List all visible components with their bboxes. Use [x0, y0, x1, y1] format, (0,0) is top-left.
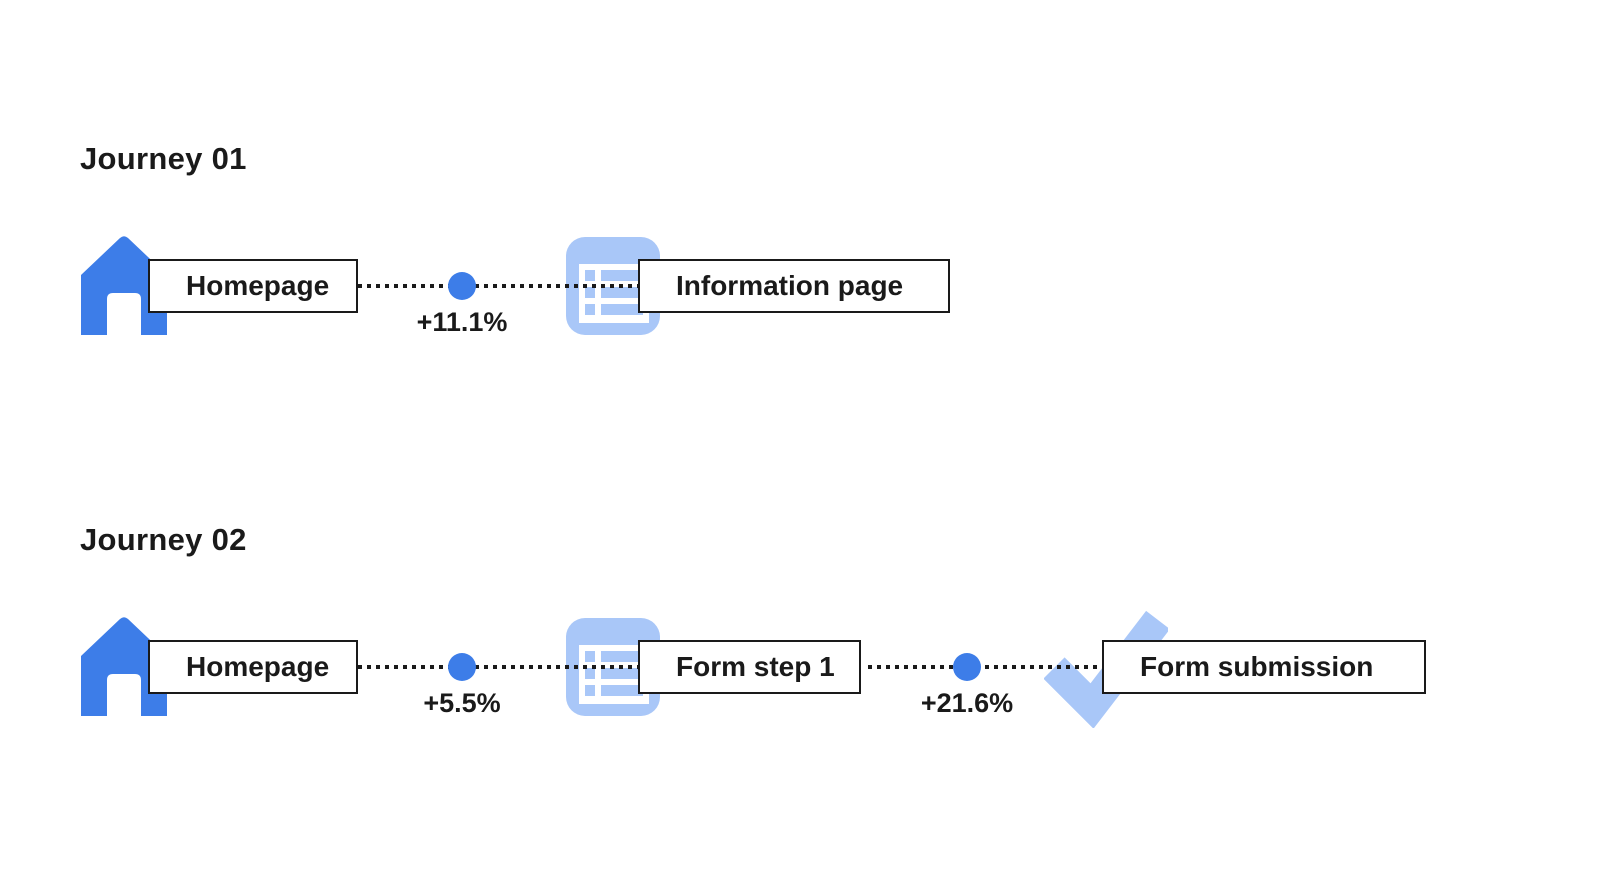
home-icon — [81, 617, 167, 716]
node-information-page: Information page — [638, 259, 950, 313]
node-form-submission: Form submission — [1102, 640, 1426, 694]
home-icon — [81, 236, 167, 335]
connector-dot — [953, 653, 981, 681]
node-homepage: Homepage — [148, 259, 358, 313]
node-form-step-1: Form step 1 — [638, 640, 861, 694]
connector-dot — [448, 272, 476, 300]
connector-line — [358, 284, 638, 288]
connector-dot — [448, 653, 476, 681]
conversion-delta-label: +11.1% — [416, 307, 508, 337]
connector-line — [358, 665, 638, 669]
journey-01-title: Journey 01 — [80, 141, 247, 176]
conversion-delta-label: +21.6% — [920, 688, 1014, 718]
node-homepage: Homepage — [148, 640, 358, 694]
connector-line — [868, 665, 1102, 669]
journey-02-title: Journey 02 — [80, 522, 247, 557]
conversion-delta-label: +5.5% — [423, 688, 501, 718]
